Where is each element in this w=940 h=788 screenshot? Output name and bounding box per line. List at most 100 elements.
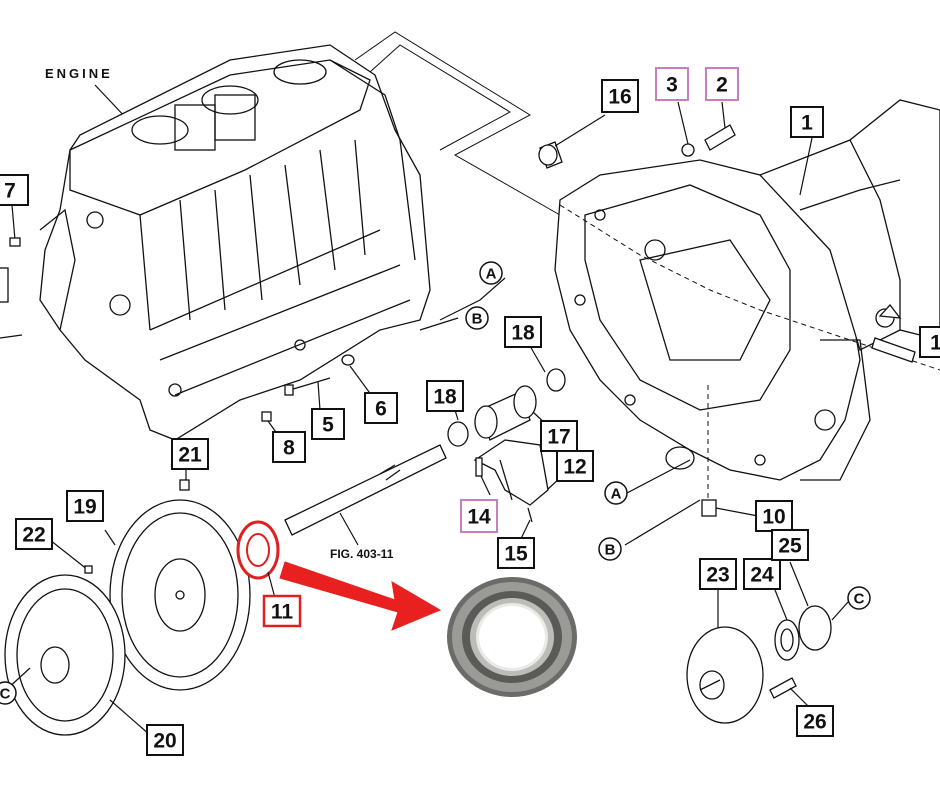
- callouts: 1 1 2 3 5 6 7 8 10 11 12 14 15 16 17 18 …: [0, 67, 940, 756]
- callout-16: 16: [601, 79, 639, 113]
- bolt-21: [179, 470, 190, 491]
- svg-text:16: 16: [608, 86, 631, 109]
- callout-23: 23: [699, 558, 737, 590]
- svg-text:C: C: [0, 686, 11, 703]
- svg-text:10: 10: [762, 506, 785, 529]
- bolt-5: [284, 377, 331, 411]
- svg-text:A: A: [611, 486, 622, 503]
- svg-text:15: 15: [504, 543, 528, 566]
- cover-plate-23: [686, 590, 764, 724]
- callout-24: 24: [743, 558, 781, 590]
- seal-right: [878, 303, 902, 319]
- release-bearing-small: [236, 520, 280, 599]
- clutch-fork: [473, 439, 549, 523]
- svg-text:11: 11: [271, 601, 294, 624]
- callout-26: 26: [796, 705, 834, 737]
- ref-b-top: B: [465, 306, 489, 330]
- svg-text:21: 21: [178, 444, 202, 467]
- callout-2: 2: [705, 67, 739, 101]
- leader-a1: [439, 277, 506, 321]
- callout-19: 19: [66, 490, 104, 522]
- callout-18-left: 18: [426, 380, 464, 412]
- leader-b1: [419, 317, 459, 331]
- callout-3: 3: [655, 67, 689, 101]
- red-arrow: [279, 561, 442, 631]
- bolt-left: [0, 334, 23, 339]
- leader-c2: [831, 601, 849, 621]
- flywheel-plate: [104, 499, 251, 691]
- leader-22: [49, 539, 89, 571]
- svg-text:22: 22: [22, 524, 45, 547]
- callout-15: 15: [497, 537, 535, 569]
- svg-text:B: B: [472, 311, 483, 328]
- callout-8: 8: [272, 431, 306, 463]
- svg-text:20: 20: [153, 730, 176, 753]
- centerline: [559, 204, 940, 371]
- svg-text:17: 17: [547, 426, 570, 449]
- callout-14: 14: [460, 499, 498, 533]
- svg-text:C: C: [854, 591, 865, 608]
- callout-11: 11: [262, 594, 302, 628]
- input-shaft: FIG. 403-11: [284, 444, 447, 561]
- clutch-housing: [554, 159, 861, 481]
- bearing-photo: [447, 577, 577, 697]
- leader-a2: [626, 459, 691, 494]
- bolt-26: [769, 677, 809, 707]
- svg-text:1: 1: [930, 332, 940, 355]
- transmission-case: [758, 99, 940, 481]
- svg-text:B: B: [605, 542, 616, 559]
- fig-reference: FIG. 403-11: [330, 547, 394, 561]
- svg-text:7: 7: [4, 180, 16, 203]
- ref-a-lower: A: [604, 481, 628, 505]
- callout-6: 6: [364, 392, 398, 424]
- svg-text:26: 26: [803, 711, 826, 734]
- svg-text:8: 8: [283, 437, 295, 460]
- callout-7: 7: [0, 174, 29, 206]
- svg-text:1: 1: [801, 112, 813, 135]
- dowel-16: [538, 114, 606, 169]
- leader-18b: [529, 345, 546, 373]
- leader-1: [799, 137, 813, 196]
- svg-text:5: 5: [322, 414, 334, 437]
- reference-circles: A B A B C C: [0, 261, 871, 705]
- svg-text:12: 12: [563, 456, 586, 479]
- bolt-2: [704, 101, 736, 151]
- svg-text:18: 18: [511, 322, 535, 345]
- callout-1-right: 1: [919, 326, 940, 358]
- svg-text:24: 24: [750, 564, 774, 587]
- svg-text:6: 6: [375, 398, 387, 421]
- washer-6: [341, 354, 373, 397]
- callout-25: 25: [771, 529, 809, 561]
- svg-text:A: A: [486, 266, 497, 283]
- release-hub: [447, 368, 566, 447]
- ref-c-right: C: [847, 586, 871, 610]
- bolt-right: [871, 337, 916, 363]
- svg-text:19: 19: [73, 496, 96, 519]
- plug-10: [701, 499, 759, 517]
- callout-18-right: 18: [504, 316, 542, 348]
- callout-21: 21: [171, 438, 209, 470]
- svg-text:14: 14: [467, 506, 491, 529]
- leader-14: [480, 475, 491, 496]
- callout-10: 10: [755, 500, 793, 532]
- svg-text:3: 3: [666, 74, 678, 97]
- callout-partial-left: [0, 267, 9, 303]
- engine-block: ENGINE: [39, 31, 561, 441]
- ref-c-left: C: [0, 681, 17, 705]
- ref-a-top: A: [479, 261, 503, 285]
- callout-5: 5: [311, 408, 345, 440]
- callout-22: 22: [15, 518, 53, 550]
- leader-b2: [624, 499, 701, 546]
- svg-text:25: 25: [778, 535, 802, 558]
- dowel-22: [84, 565, 93, 574]
- callout-12: 12: [556, 450, 594, 482]
- svg-text:23: 23: [706, 564, 729, 587]
- bolt-7: [9, 204, 21, 247]
- snap-ring-25: [789, 561, 832, 651]
- ref-b-lower: B: [598, 537, 622, 561]
- washer-3: [677, 101, 695, 157]
- svg-text:18: 18: [433, 386, 457, 409]
- callout-17: 17: [540, 420, 578, 452]
